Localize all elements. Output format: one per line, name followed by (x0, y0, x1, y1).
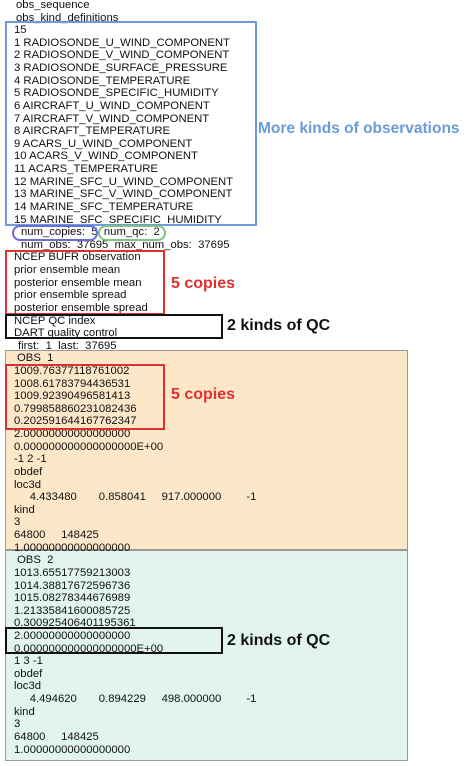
text-line: 0.202591644167762347 (14, 415, 137, 428)
text-line: obs_kind_definitions (16, 11, 119, 24)
num-qc-oval (98, 225, 166, 241)
text-line: 11 ACARS_TEMPERATURE (14, 163, 158, 176)
text-line: kind (14, 503, 35, 516)
text-line: 12 MARINE_SFC_U_WIND_COMPONENT (14, 175, 234, 188)
copies-label-1: 5 copies (171, 275, 236, 292)
text-line: OBS 2 (17, 554, 54, 567)
text-line: 2.00000000000000000 (14, 630, 131, 642)
text-line: 1.21335841600085725 (14, 604, 131, 617)
copies-highlight-box-2 (5, 364, 165, 430)
text-line: NCEP BUFR observation (14, 251, 141, 264)
text-line: -1 2 -1 (14, 453, 47, 466)
text-line: 1 3 -1 (14, 655, 43, 668)
num-copies-oval (12, 225, 98, 241)
text-line: 1015.08278344676989 (14, 592, 131, 605)
text-line: 1009.76377118761002 (14, 364, 130, 377)
text-line: 1013.65517759213003 (14, 566, 131, 579)
qc-highlight-box-2 (5, 627, 223, 654)
text-line: 4.433480 0.858041 917.000000 -1 (14, 491, 257, 504)
text-line: OBS 1 (17, 352, 54, 365)
text-line: 1 RADIOSONDE_U_WIND_COMPONENT (14, 36, 230, 49)
text-line: 2.00000000000000000 (14, 428, 131, 441)
more-kinds-label: More kinds of observations (258, 120, 460, 137)
text-line: 2 RADIOSONDE_V_WIND_COMPONENT (14, 49, 230, 62)
text-line: 1.00000000000000000 (14, 541, 131, 554)
text-line: 1008.61783794436531 (14, 377, 131, 390)
qc-highlight-box-1 (5, 314, 223, 339)
text-line: NCEP QC index (14, 314, 96, 327)
text-line: loc3d (14, 680, 42, 693)
text-line: obdef (14, 465, 43, 478)
copies-highlight-box-1 (5, 250, 165, 315)
text-line: posterior ensemble mean (14, 276, 142, 289)
text-line: 4.494620 0.894229 498.000000 -1 (14, 693, 257, 706)
text-line: 13 MARINE_SFC_V_WIND_COMPONENT (14, 188, 233, 201)
qc-label-1: 2 kinds of QC (227, 317, 331, 334)
text-line: 10 ACARS_V_WIND_COMPONENT (14, 150, 198, 163)
text-line: 9 ACARS_U_WIND_COMPONENT (14, 137, 193, 150)
text-line: num_copies: 5 num_qc: 2 (21, 226, 160, 239)
text-line: posterior ensemble spread (14, 301, 148, 314)
text-line: 6 AIRCRAFT_U_WIND_COMPONENT (14, 99, 210, 112)
text-line: 14 MARINE_SFC_TEMPERATURE (14, 200, 194, 213)
qc-label-2: 2 kinds of QC (227, 632, 331, 649)
text-line: prior ensemble spread (14, 289, 127, 302)
obs-2-block (5, 550, 408, 761)
text-line: 8 AIRCRAFT_TEMPERATURE (14, 125, 171, 138)
text-line: 15 (14, 24, 27, 37)
text-line: obs_sequence (16, 0, 90, 11)
text-line: kind (14, 705, 35, 718)
copies-label-2: 5 copies (171, 386, 236, 403)
text-line: first: 1 last: 37695 (18, 339, 117, 352)
text-line: prior ensemble mean (14, 264, 121, 277)
text-line: 64800 148425 (14, 730, 99, 743)
text-line: 1009.92390496581413 (14, 390, 131, 403)
text-line: num_obs: 37695 max_num_obs: 37695 (21, 238, 230, 251)
text-line: obdef (14, 667, 43, 680)
text-line: 1.00000000000000000 (14, 743, 131, 756)
text-line: 0.799858860231082436 (14, 402, 137, 415)
text-line: 0.300925406401195361 (14, 617, 136, 630)
text-line: 3 (14, 516, 21, 529)
text-line: 7 AIRCRAFT_V_WIND_COMPONENT (14, 112, 210, 125)
text-line: loc3d (14, 478, 42, 491)
text-line: 0.000000000000000000E+00 (14, 642, 164, 655)
text-line: DART quality control (14, 327, 118, 340)
kinds-highlight-box (5, 21, 257, 226)
text-line: 0.000000000000000000E+00 (14, 440, 164, 453)
text-line: 3 (14, 718, 21, 731)
text-line: 64800 148425 (14, 529, 99, 542)
text-line: 1014.38817672596736 (14, 579, 131, 592)
text-line: 5 RADIOSONDE_SPECIFIC_HUMIDITY (14, 87, 219, 100)
obs-1-block (5, 350, 408, 550)
text-line: 4 RADIOSONDE_TEMPERATURE (14, 74, 191, 87)
text-line: 15 MARINE_SFC_SPECIFIC_HUMIDITY (14, 213, 222, 226)
text-line: 3 RADIOSONDE_SURFACE_PRESSURE (14, 62, 228, 75)
